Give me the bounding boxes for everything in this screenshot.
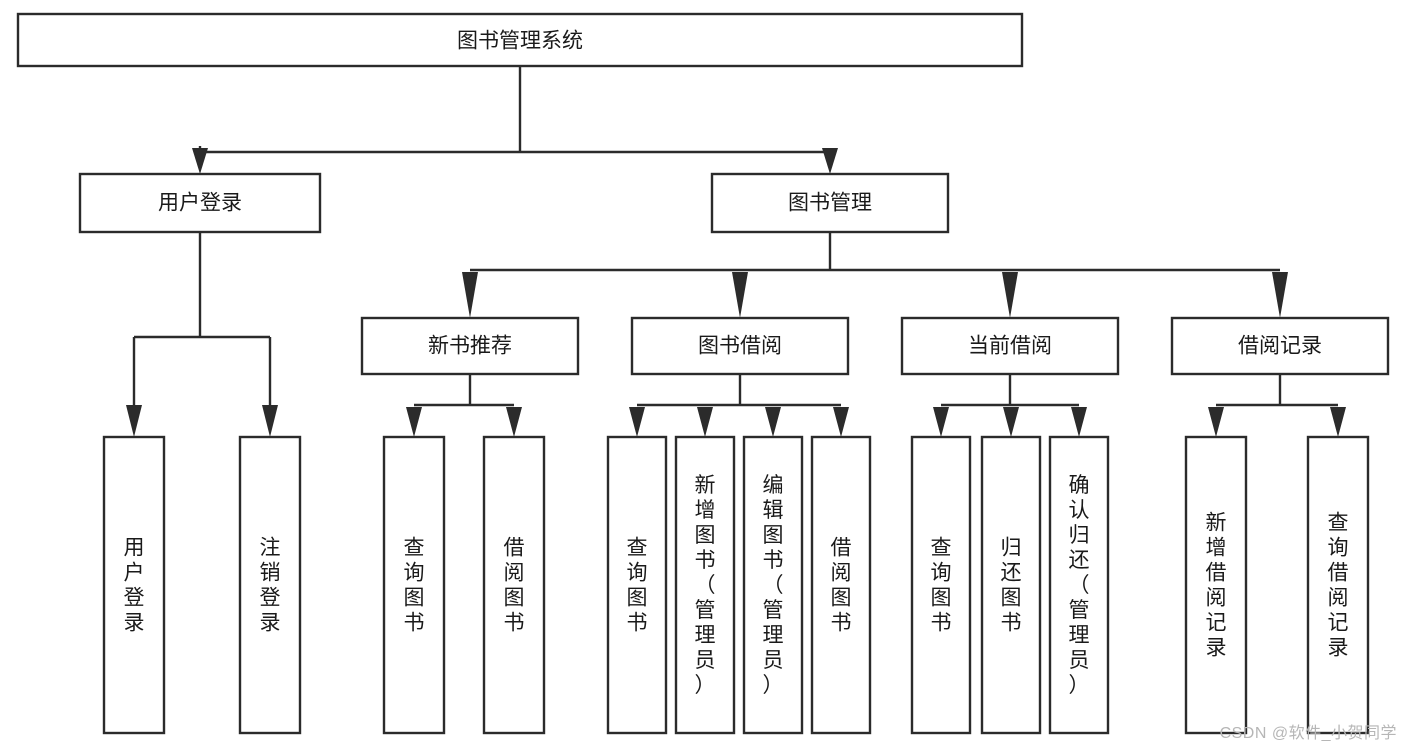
arrowhead-book-mgmt [822, 148, 838, 174]
arrowhead-bookborrow-leaf-4 [833, 407, 849, 437]
leaf-node-query-book-newrec[interactable]: 查询图书 [382, 435, 446, 735]
leaf-box-query-book-borrow[interactable] [606, 435, 668, 735]
leaf-node-return-book[interactable]: 归还图书 [980, 435, 1042, 735]
arrowhead-currentborrow-leaf-2 [1003, 407, 1019, 437]
leaf-node-logout[interactable]: 注销登录 [238, 435, 302, 735]
book-borrow-box[interactable] [630, 316, 850, 376]
leaf-label-borrow-book: 借阅图书 [831, 537, 852, 635]
borrow-record-box[interactable] [1170, 316, 1390, 376]
current-borrow-box[interactable] [900, 316, 1120, 376]
book-management-label: 图书管理 [788, 192, 872, 215]
leaf-node-borrow-book[interactable]: 借阅图书 [810, 435, 872, 735]
node-book-management[interactable]: 图书管理 [710, 172, 950, 234]
leaf-box-logout[interactable] [238, 435, 302, 735]
leaf-node-edit-book-admin[interactable]: 编辑图书（管理员） [742, 435, 804, 735]
leaf-box-confirm-return-admin[interactable] [1048, 435, 1110, 735]
leaf-box-query-book-newrec[interactable] [382, 435, 446, 735]
arrowhead-book-borrow [732, 272, 748, 318]
leaf-node-add-book-admin[interactable]: 新增图书（管理员） [674, 435, 736, 735]
leaf-label-user-login: 用户登录 [124, 537, 145, 635]
arrowhead-borrow-record [1272, 272, 1288, 318]
arrowhead-borrowrecord-leaf-2 [1330, 407, 1346, 437]
leaf-label-logout: 注销登录 [260, 537, 281, 635]
arrowhead-currentborrow-leaf-3 [1071, 407, 1087, 437]
root-label: 图书管理系统 [457, 30, 583, 53]
arrowhead-leaf-logout [262, 405, 278, 437]
node-user-login[interactable]: 用户登录 [78, 172, 322, 234]
leaf-node-add-borrow-record[interactable]: 新增借阅记录 [1184, 435, 1248, 735]
leaf-label-add-book-admin: 新增图书（管理员） [695, 474, 716, 697]
leaf-label-edit-book-admin: 编辑图书（管理员） [763, 474, 784, 697]
leaf-node-query-borrow-record[interactable]: 查询借阅记录 [1306, 435, 1370, 735]
arrowhead-bookborrow-leaf-3 [765, 407, 781, 437]
arrowhead-borrowrecord-leaf-1 [1208, 407, 1224, 437]
leaf-box-user-login[interactable] [102, 435, 166, 735]
node-new-book-recommend[interactable]: 新书推荐 [360, 316, 580, 376]
leaf-node-query-book-current[interactable]: 查询图书 [910, 435, 972, 735]
leaf-label-return-book: 归还图书 [1001, 537, 1022, 635]
arrowhead-newbook-leaf-1 [406, 407, 422, 437]
leaf-node-query-book-borrow[interactable]: 查询图书 [606, 435, 668, 735]
leaf-box-add-borrow-record[interactable] [1184, 435, 1248, 735]
node-current-borrow[interactable]: 当前借阅 [900, 316, 1120, 376]
leaf-label-query-book-newrec: 查询图书 [404, 537, 425, 635]
leaf-box-borrow-book[interactable] [810, 435, 872, 735]
leaf-box-borrow-book-newrec[interactable] [482, 435, 546, 735]
leaf-label-borrow-book-newrec: 借阅图书 [504, 537, 525, 635]
leaf-box-query-book-current[interactable] [910, 435, 972, 735]
new-book-recommend-box[interactable] [360, 316, 580, 376]
leaf-box-query-borrow-record[interactable] [1306, 435, 1370, 735]
leaf-node-borrow-book-newrec[interactable]: 借阅图书 [482, 435, 546, 735]
connector-layer [126, 66, 1346, 437]
leaf-label-query-book-borrow: 查询图书 [627, 537, 648, 635]
arrowhead-bookborrow-leaf-1 [629, 407, 645, 437]
node-root-system[interactable]: 图书管理系统 [16, 12, 1024, 68]
root-box[interactable] [16, 12, 1024, 68]
current-borrow-label: 当前借阅 [968, 335, 1052, 358]
arrowhead-bookborrow-leaf-2 [697, 407, 713, 437]
leaf-label-query-borrow-record: 查询借阅记录 [1328, 512, 1349, 660]
user-login-label: 用户登录 [158, 192, 242, 215]
leaf-label-confirm-return-admin: 确认归还（管理员） [1069, 474, 1090, 697]
new-book-recommend-label: 新书推荐 [428, 335, 512, 358]
arrowhead-newbook-leaf-2 [506, 407, 522, 437]
leaf-label-add-borrow-record: 新增借阅记录 [1206, 512, 1227, 660]
arrowhead-current-borrow [1002, 272, 1018, 318]
book-borrow-label: 图书借阅 [698, 335, 782, 358]
leaf-node-user-login[interactable]: 用户登录 [102, 435, 166, 735]
arrowhead-new-book-rec [462, 272, 478, 318]
leaf-box-return-book[interactable] [980, 435, 1042, 735]
leaf-label-query-book-current: 查询图书 [931, 537, 952, 635]
borrow-record-label: 借阅记录 [1238, 335, 1322, 358]
leaf-box-edit-book-admin[interactable] [742, 435, 804, 735]
leaf-box-add-book-admin[interactable] [674, 435, 736, 735]
arrowhead-leaf-user-login [126, 405, 142, 437]
node-book-borrow[interactable]: 图书借阅 [630, 316, 850, 376]
arrowhead-currentborrow-leaf-1 [933, 407, 949, 437]
node-borrow-record[interactable]: 借阅记录 [1170, 316, 1390, 376]
leaf-node-confirm-return-admin[interactable]: 确认归还（管理员） [1048, 435, 1110, 735]
user-login-box[interactable] [78, 172, 322, 234]
arrowhead-user-login [192, 148, 208, 174]
book-management-box[interactable] [710, 172, 950, 234]
